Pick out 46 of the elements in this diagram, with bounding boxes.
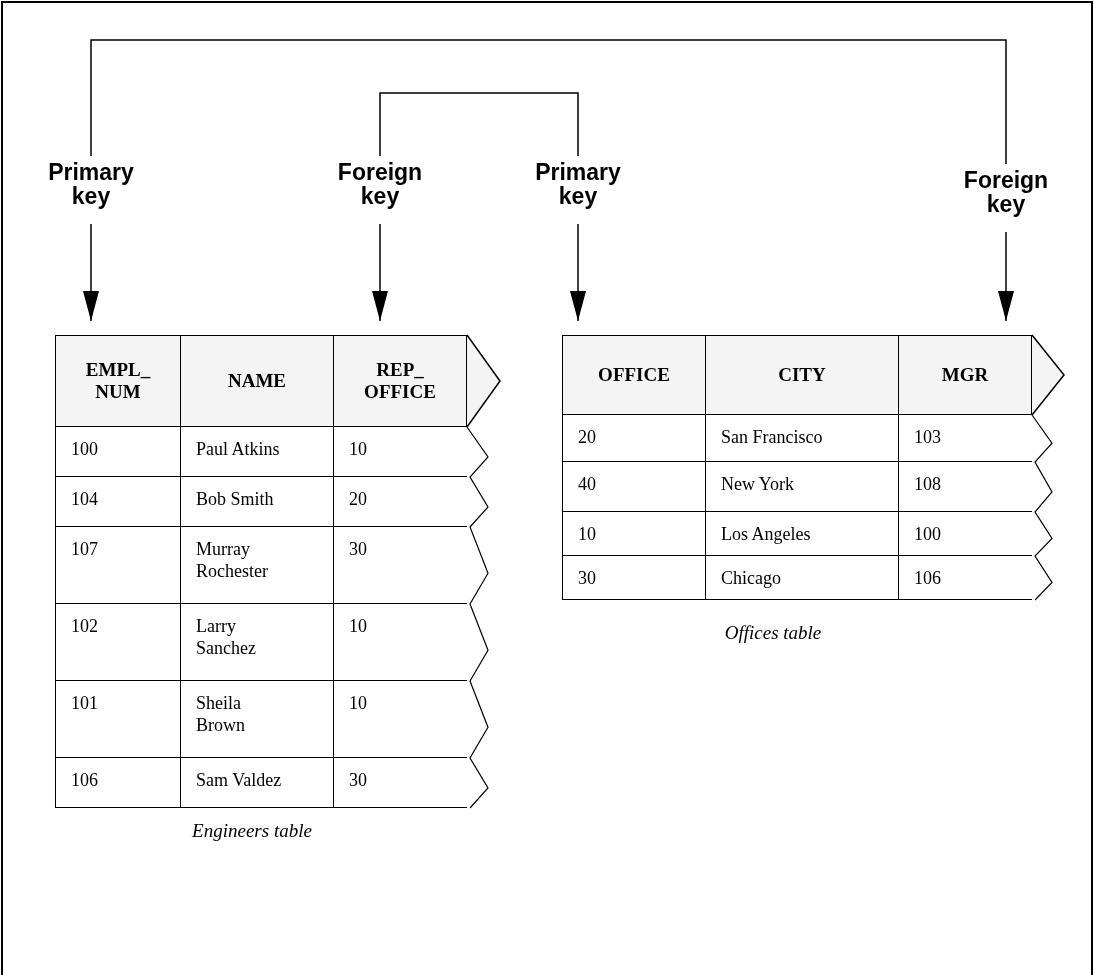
- table-cell: 10: [562, 512, 705, 556]
- table-cell: 106: [898, 556, 1032, 600]
- column-header: EMPL_ NUM: [55, 335, 180, 427]
- table-cell: New York: [705, 462, 898, 512]
- table-cell: 104: [55, 477, 180, 527]
- table-caption: Offices table: [724, 622, 822, 644]
- table-cell: Murray Rochester: [180, 527, 333, 604]
- arrow: [570, 223, 586, 322]
- table-cell: 101: [55, 681, 180, 758]
- table-cell: 30: [333, 758, 467, 808]
- connector-line: [90, 39, 1007, 165]
- table-cell: Bob Smith: [180, 477, 333, 527]
- table-cell: Paul Atkins: [180, 427, 333, 477]
- table-cell: 10: [333, 604, 467, 681]
- table-cell: 107: [55, 527, 180, 604]
- table-cell: 10: [333, 681, 467, 758]
- arrow: [83, 223, 99, 322]
- connector-line: [379, 92, 579, 157]
- column-header: CITY: [705, 335, 898, 415]
- table-cell: 30: [562, 556, 705, 600]
- key-label: Primary key: [31, 160, 151, 208]
- column-header: OFFICE: [562, 335, 705, 415]
- table-cell: 100: [898, 512, 1032, 556]
- table-cell: 20: [562, 415, 705, 462]
- table-cell: Larry Sanchez: [180, 604, 333, 681]
- table-cell: 30: [333, 527, 467, 604]
- table-cell: Chicago: [705, 556, 898, 600]
- table-cell: Sheila Brown: [180, 681, 333, 758]
- key-label: Foreign key: [946, 168, 1066, 216]
- key-label: Primary key: [518, 160, 638, 208]
- table-cell: Los Angeles: [705, 512, 898, 556]
- table-caption: Engineers table: [192, 820, 312, 842]
- table-cell: 102: [55, 604, 180, 681]
- arrow: [372, 223, 388, 322]
- table-cell: San Francisco: [705, 415, 898, 462]
- column-header: NAME: [180, 335, 333, 427]
- table-cell: Sam Valdez: [180, 758, 333, 808]
- arrow: [998, 231, 1014, 322]
- key-label: Foreign key: [320, 160, 440, 208]
- table-cell: 20: [333, 477, 467, 527]
- table-cell: 40: [562, 462, 705, 512]
- table-cell: 10: [333, 427, 467, 477]
- table-cell: 108: [898, 462, 1032, 512]
- table-cell: 103: [898, 415, 1032, 462]
- table-cell: 100: [55, 427, 180, 477]
- table-cell: 106: [55, 758, 180, 808]
